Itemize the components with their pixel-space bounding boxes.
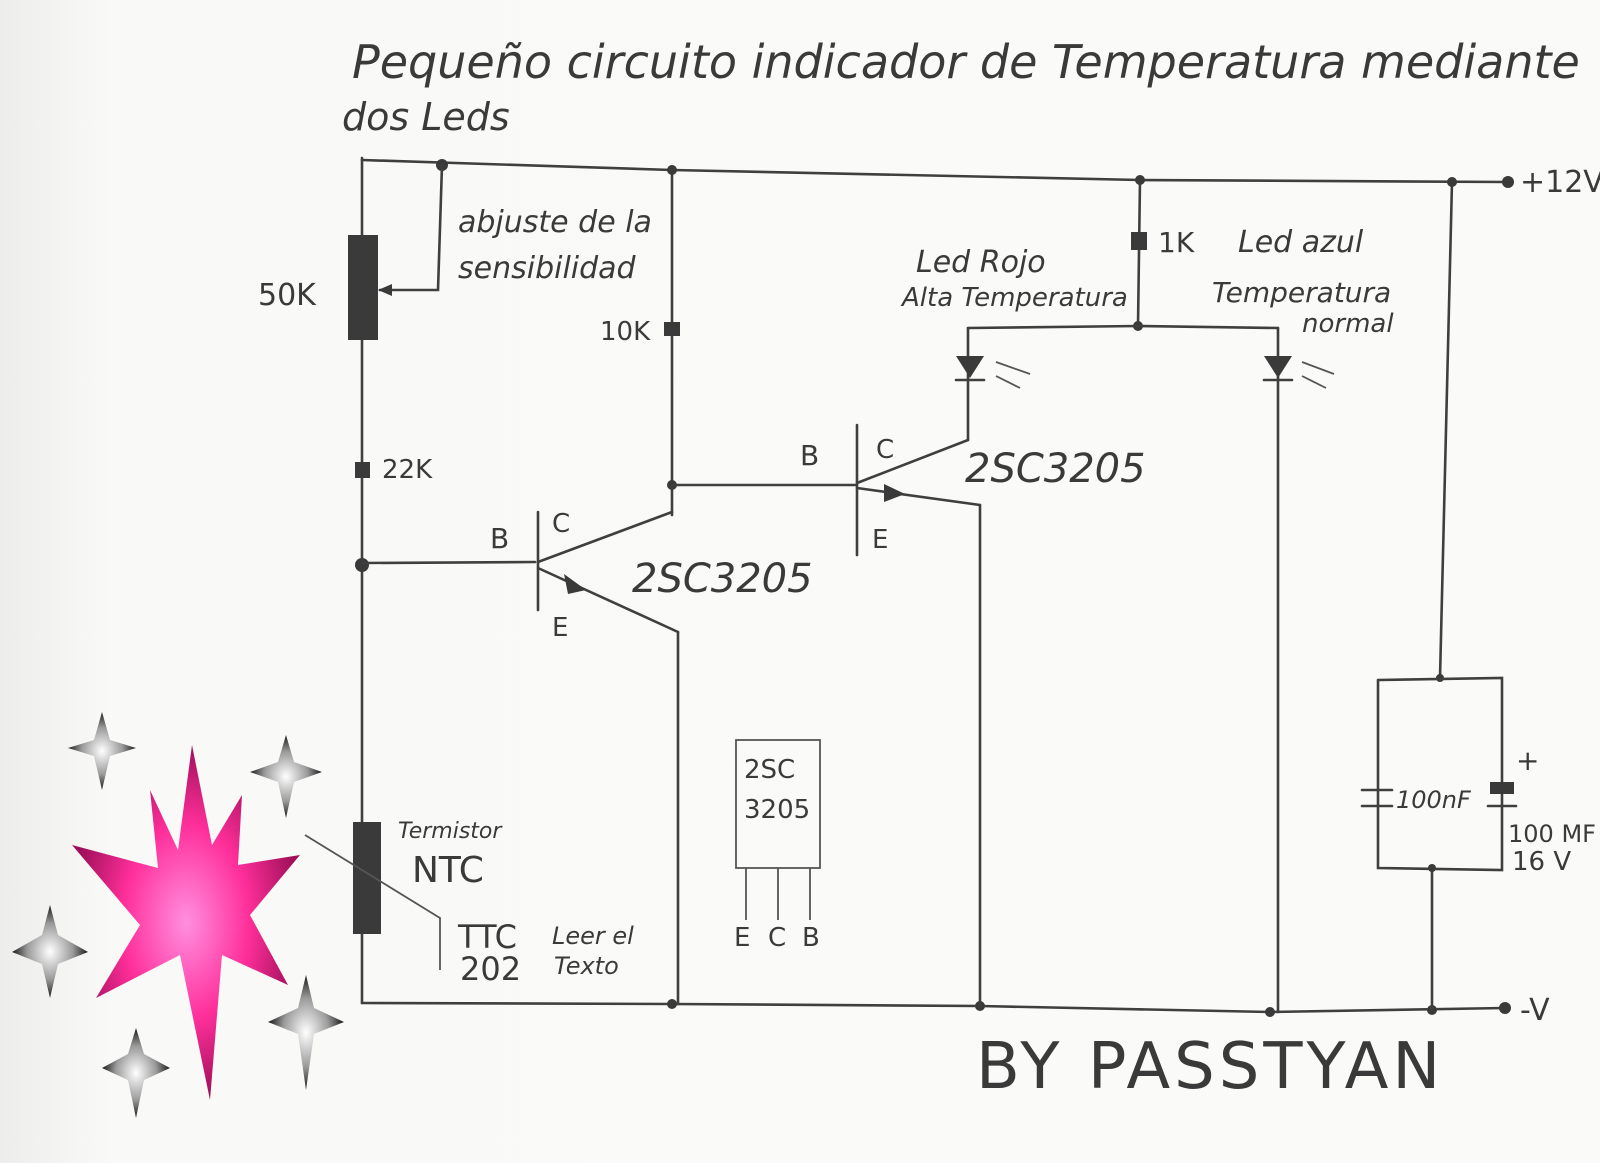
resistor-1k [1131,232,1147,250]
blue-led-label-2: Temperatura [1212,276,1391,309]
author-signature: BY PASSTYAN [976,1030,1444,1104]
thermistor-note-1: Leer el [552,922,634,950]
negative-rail [360,999,1511,1017]
capacitor-2-label-1: 100 MF [1508,820,1596,848]
resistor-1k-label: 1K [1158,226,1195,259]
positive-rail-label: +12V [1520,165,1600,200]
blue-led-label-1: Led azul [1238,225,1364,260]
resistor-10k-label: 10K [600,317,651,347]
thermistor-ntc [353,822,381,934]
pot-value-label: 50K [258,278,317,313]
thermistor-label-1: Termistor [398,819,503,844]
grey-star-icon [250,735,322,818]
red-led-label-1: Led Rojo [916,245,1046,280]
package-label-1: 2SC [744,755,795,785]
collector-branch [667,165,857,517]
blue-led-symbol [1262,356,1335,389]
red-led-label-2: Alta Temperatura [900,283,1128,313]
q1-pin-e: E [552,613,568,643]
title-line-1: Pequeño circuito indicador de Temperatur… [352,35,1580,89]
q2-pin-b: B [800,439,819,472]
package-pin-e: E [734,923,750,953]
positive-rail [360,158,1514,188]
potentiometer-50k [348,235,378,340]
q2-pin-c: C [876,435,894,465]
capacitor-1-label: 100nF [1396,786,1472,814]
grey-star-icon [68,712,136,790]
negative-rail-label: -V [1520,993,1550,1028]
resistor-10k [664,322,680,336]
resistor-22k-label: 22K [382,455,433,485]
grey-star-icon [12,905,88,998]
transistor-package [735,739,821,920]
thermistor-label-2: NTC [412,850,484,891]
q2-part-label: 2SC3205 [965,446,1146,492]
q1-pin-c: C [552,509,570,539]
led-branch [966,175,1280,1014]
package-pin-c: C [768,923,786,953]
thermistor-slash [304,834,441,970]
pot-note-line-1: abjuste de la [458,205,652,240]
thermistor-note-2: Texto [554,952,619,980]
package-label-2: 3205 [744,795,810,825]
q1-part-label: 2SC3205 [632,556,813,602]
red-led-symbol [954,356,1031,389]
transistor-q2 [855,326,982,1008]
grey-star-icon [102,1028,170,1118]
q2-pin-e: E [872,525,888,555]
thermistor-code-2: 202 [460,950,521,988]
capacitor-2-label-2: 16 V [1512,847,1571,877]
transistor-q1 [360,510,680,1006]
q1-pin-b: B [490,522,509,555]
resistor-22k [355,462,370,478]
package-pin-b: B [802,923,820,953]
capacitor-2-polarity: + [1516,744,1539,777]
decorative-stars [12,712,344,1118]
title-line-2: dos Leds [342,95,510,139]
blue-led-label-3: normal [1302,309,1394,339]
capacitor-block [1360,177,1518,1012]
thermistor-code-1: TTC [457,918,517,956]
pink-star-icon [72,745,300,1100]
pot-note-line-2: sensibilidad [458,251,637,286]
grey-star-icon [268,975,344,1090]
